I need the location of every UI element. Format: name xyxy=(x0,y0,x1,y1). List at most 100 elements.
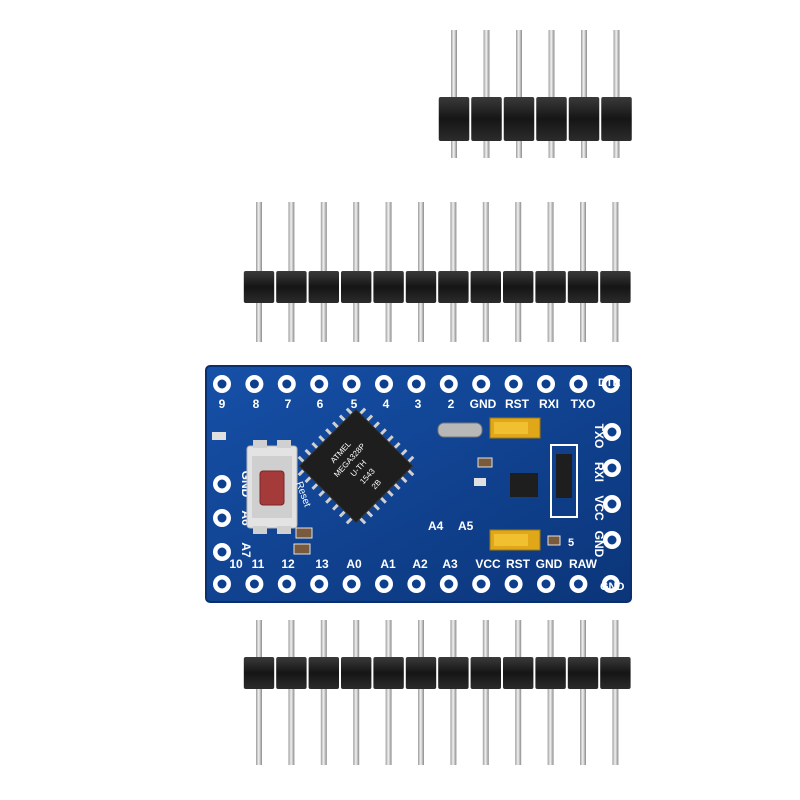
chip-leg xyxy=(325,428,333,436)
header-plastic xyxy=(503,271,534,303)
header-pin xyxy=(418,620,424,765)
twelve-pin-header-upper xyxy=(243,202,631,342)
chip-leg xyxy=(297,469,305,477)
chip-leg xyxy=(338,510,346,518)
tantalum-capacitor-top xyxy=(489,417,541,439)
top-pin-label: 4 xyxy=(383,397,390,411)
bottom-pin-label: 11 xyxy=(252,557,265,571)
chip-leg xyxy=(366,510,374,518)
chip-leg xyxy=(332,421,340,429)
chip-legs xyxy=(297,407,415,525)
chip-leg xyxy=(332,503,340,511)
header-pin xyxy=(288,620,295,765)
left-pin-label: A7 xyxy=(239,542,253,558)
smd-resistor xyxy=(295,527,313,539)
bottom-pin-label: 12 xyxy=(281,557,295,571)
header-pin xyxy=(516,30,522,158)
chip-leg xyxy=(304,448,312,456)
microcontroller-chip: ATMEL MEGA328P U-TH 1543 2B xyxy=(297,407,415,525)
header-pin xyxy=(548,30,555,158)
chip-leg xyxy=(386,435,394,443)
chip-leg xyxy=(372,503,380,511)
top-pin-label: GND xyxy=(470,397,497,411)
chip-leg xyxy=(318,435,326,443)
right-pin-label: RXI xyxy=(592,462,606,482)
chip-leg xyxy=(372,421,380,429)
led xyxy=(212,432,226,440)
chip-leg xyxy=(311,442,319,450)
right-pad-column xyxy=(603,423,621,549)
chip-leg xyxy=(359,517,367,525)
chip-leg xyxy=(297,455,305,463)
header-plastic xyxy=(243,657,275,689)
six-pin-header xyxy=(438,30,632,158)
bottom-pin-label: RST xyxy=(506,557,531,571)
header-plastic xyxy=(567,657,599,689)
bottom-pin-label: A3 xyxy=(442,557,458,571)
header-pin xyxy=(482,620,489,765)
header-plastic xyxy=(535,271,566,303)
tantalum-capacitor-bottom xyxy=(489,529,541,551)
chip-leg xyxy=(359,407,367,415)
chip-leg xyxy=(379,496,387,504)
crystal xyxy=(437,422,483,438)
header-plastic xyxy=(405,271,437,303)
header-pin xyxy=(612,620,619,765)
top-pin-label: 2 xyxy=(448,397,455,411)
header-plastic xyxy=(341,657,372,689)
led xyxy=(474,478,486,486)
chip-leg xyxy=(407,469,415,477)
bottom-pin-label: A1 xyxy=(380,557,396,571)
header-plastic xyxy=(438,97,470,141)
header-pin xyxy=(385,620,392,765)
left-pad-column xyxy=(213,475,231,561)
header-plastic xyxy=(567,271,599,303)
top-pin-label: 8 xyxy=(253,397,260,411)
header-pin xyxy=(256,620,262,765)
header-plastic xyxy=(438,271,469,303)
reset-button xyxy=(246,440,298,534)
header-plastic xyxy=(568,97,600,141)
header-pin xyxy=(353,620,360,765)
microcontroller-icon xyxy=(298,408,414,524)
chip-leg xyxy=(393,482,401,490)
header-plastic xyxy=(243,271,275,303)
header-pin xyxy=(515,620,522,765)
header-plastic xyxy=(438,657,469,689)
header-plastic xyxy=(373,657,404,689)
chip-leg xyxy=(393,442,401,450)
a4-label: A4 xyxy=(428,519,444,533)
header-pin xyxy=(613,30,620,158)
chip-leg xyxy=(400,476,408,484)
chip-leg xyxy=(386,489,394,497)
chip-leg xyxy=(379,428,387,436)
bottom-pin-label: 13 xyxy=(315,557,329,571)
chip-leg xyxy=(400,448,408,456)
chip-leg xyxy=(311,482,319,490)
bottom-pin-label: RAW xyxy=(569,557,598,571)
twelve-pin-header-lower xyxy=(243,620,631,765)
header-pin xyxy=(450,620,457,765)
header-pin xyxy=(547,620,554,765)
header-plastic xyxy=(600,657,631,689)
right-pin-label: GND xyxy=(592,531,606,558)
right-pin-label: VCC xyxy=(592,495,606,521)
header-plastic xyxy=(600,271,631,303)
top-pin-label: TXO xyxy=(571,397,596,411)
header-pin xyxy=(483,30,490,158)
a5-label: A5 xyxy=(458,519,474,533)
transistor xyxy=(510,473,538,497)
right-pin-label: TXO xyxy=(592,424,606,449)
header-pin xyxy=(451,30,457,158)
header-plastic xyxy=(308,657,339,689)
voltage-regulator xyxy=(550,444,578,518)
chip-leg xyxy=(325,496,333,504)
header-plastic xyxy=(503,97,535,141)
chip-leg xyxy=(407,455,415,463)
header-plastic xyxy=(471,97,502,141)
chip-leg xyxy=(366,414,374,422)
header-plastic xyxy=(503,657,534,689)
